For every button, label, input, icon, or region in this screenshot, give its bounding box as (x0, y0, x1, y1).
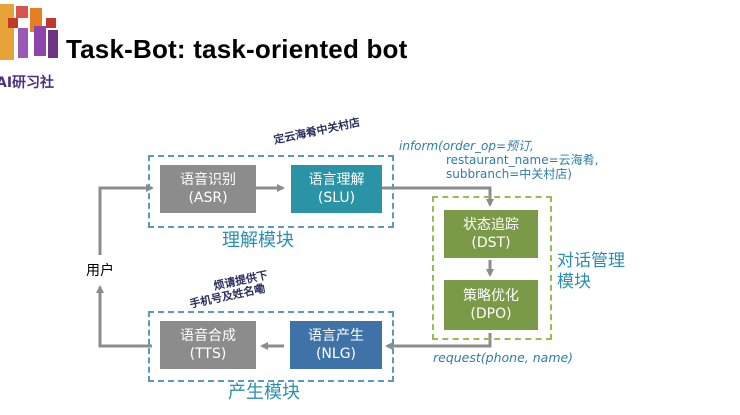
arrow-dpo-to-nlg (385, 333, 492, 350)
tts-en: (TTS) (189, 346, 227, 362)
dst-cn: 状态追踪 (463, 217, 519, 233)
asr-node: 语音识别 (ASR) (160, 165, 256, 213)
arrow-slu-to-dst (382, 186, 494, 207)
understanding-module-box (148, 155, 394, 228)
logo (0, 0, 62, 70)
inform-line-3: subbranch=中关村店) (446, 167, 572, 181)
generation-module-box (148, 311, 394, 382)
dst-node: 状态追踪 (DST) (444, 210, 538, 258)
understanding-module-label: 理解模块 (222, 230, 294, 251)
slu-en: (SLU) (317, 190, 356, 206)
generation-module-label: 产生模块 (228, 382, 300, 403)
inform-line-1: inform(order_op=预订, (399, 139, 534, 153)
logo-icon (0, 4, 58, 60)
dialog-management-label-1: 对话管理 (557, 251, 625, 271)
dst-en: (DST) (471, 235, 511, 251)
nlg-node: 语言产生 (NLG) (290, 321, 382, 369)
page-title: Task-Bot: task-oriented bot (66, 34, 408, 64)
inform-line-2: restaurant_name=云海肴, (446, 153, 599, 167)
dialog-management-label-2: 模块 (557, 272, 591, 292)
tts-cn: 语音合成 (180, 328, 236, 344)
dialog-management-box (432, 196, 552, 340)
dpo-en: (DPO) (470, 306, 512, 322)
dpo-cn: 策略优化 (463, 288, 519, 304)
slu-node: 语言理解 (SLU) (291, 165, 382, 213)
asr-en: (ASR) (188, 190, 228, 206)
request-text: request(phone, name) (433, 350, 574, 365)
user-label: 用户 (86, 263, 114, 279)
nlg-en: (NLG) (315, 346, 357, 362)
slu-cn: 语言理解 (308, 172, 365, 188)
arrow-user-to-asr (98, 184, 154, 255)
dpo-node: 策略优化 (DPO) (444, 280, 538, 330)
asr-cn: 语音识别 (180, 172, 236, 188)
tts-node: 语音合成 (TTS) (160, 321, 256, 369)
nlg-cn: 语言产生 (308, 328, 364, 344)
logo-text: AI研习社 (0, 75, 55, 91)
arrow-tts-to-user (96, 285, 152, 348)
